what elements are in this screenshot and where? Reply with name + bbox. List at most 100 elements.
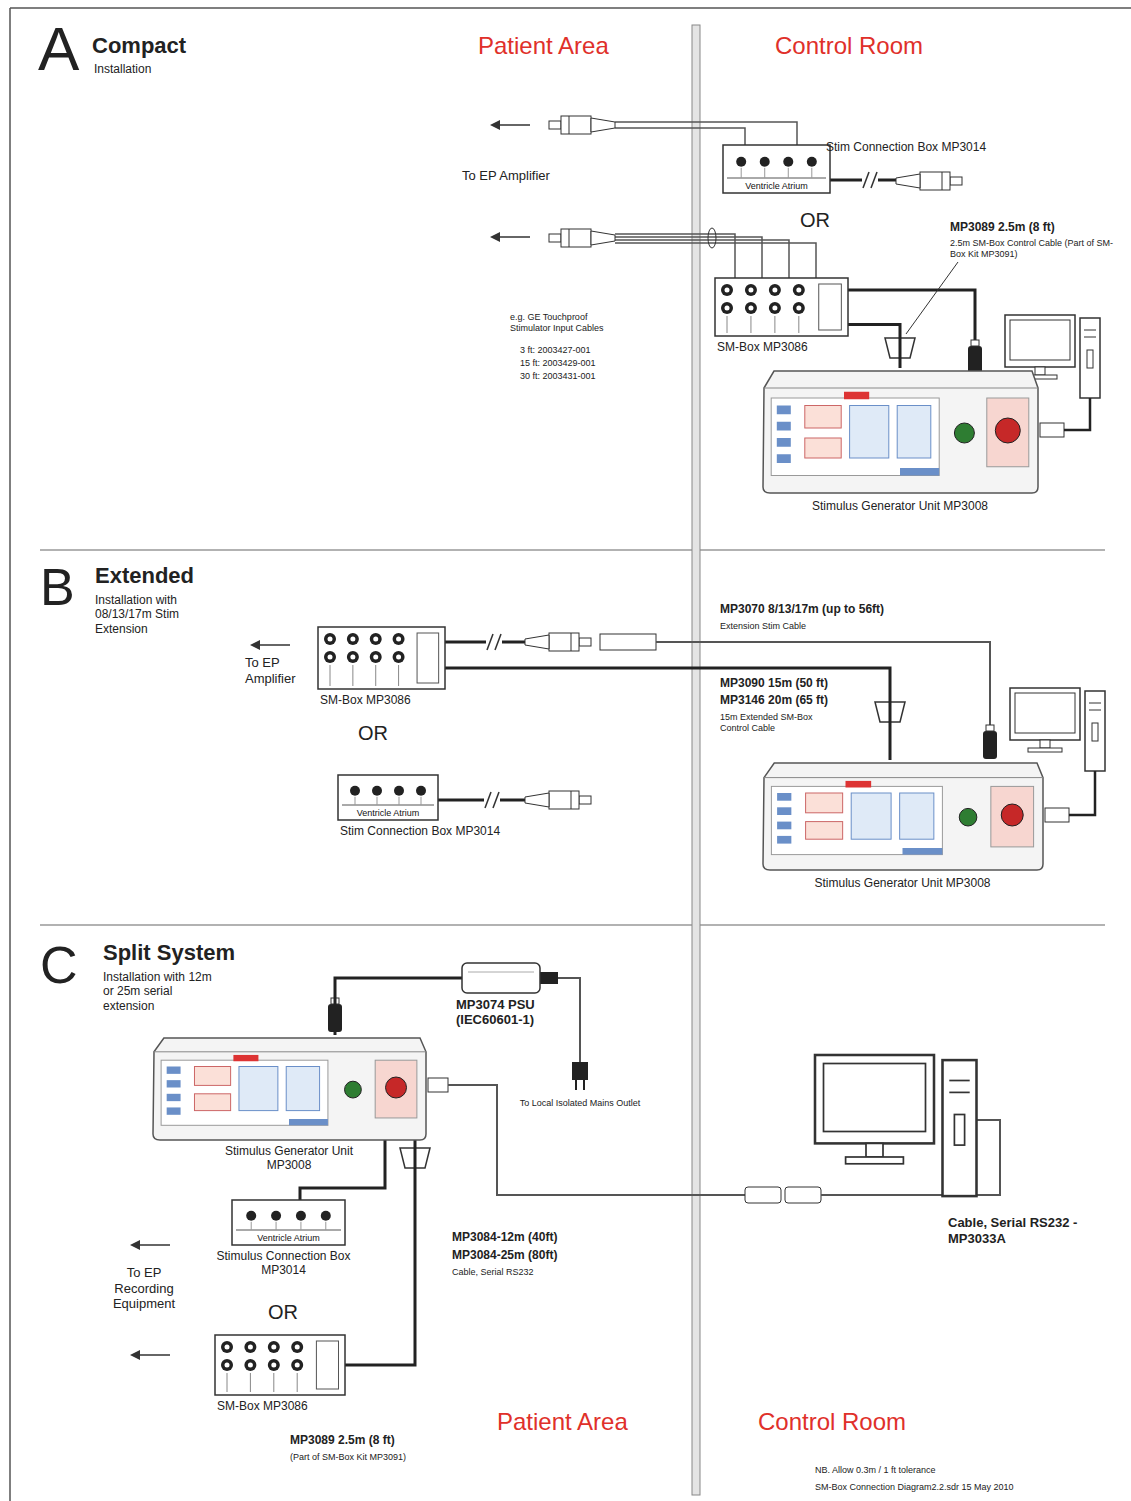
section-b-wiring (445, 641, 525, 644)
shape-part (291, 1359, 303, 1371)
note-text: 3 ft: 2003427-001 (520, 345, 591, 356)
shape-part (273, 1373, 274, 1392)
shape-part (764, 777, 1043, 778)
shape-part (316, 1341, 338, 1389)
shape-part (774, 316, 775, 333)
unit-caption: Stimulus Generator Unit MP3008 (211, 1145, 367, 1173)
section-c-wiring (575, 1080, 577, 1090)
unit-illustration (760, 368, 1040, 493)
unit-caption: Stim Connection Box MP3014 (340, 825, 500, 839)
shape-part (399, 797, 400, 805)
shape-part (777, 422, 791, 431)
section-b-wiring (486, 633, 502, 651)
shape-part (769, 302, 781, 314)
note-text: 2.5m SM-Box Control Cable (Part of SM-Bo… (950, 238, 1125, 260)
shape-part (991, 786, 1034, 847)
shape-part (167, 1094, 181, 1101)
shape-part (764, 388, 1038, 389)
shape-part (760, 157, 770, 167)
shape-part (793, 302, 805, 314)
section-a-wiring (896, 172, 962, 190)
shape-part (350, 655, 355, 660)
shape-part (763, 371, 1038, 493)
shape-part (416, 786, 426, 796)
shape-part (897, 406, 931, 459)
shape-part (324, 651, 336, 663)
shape-part (355, 797, 356, 805)
section-c-wiring (428, 1078, 448, 1092)
area-heading: Patient Area (497, 1408, 628, 1437)
unit-caption: MP3074 PSU (IEC60601-1) (456, 998, 568, 1028)
control-cable (848, 324, 900, 368)
shape-part (1001, 804, 1023, 826)
part-number: MP3146 20m (65 ft) (720, 693, 828, 707)
section-b-wiring (983, 725, 997, 759)
shape-part (271, 1345, 276, 1350)
shape-part (350, 786, 360, 796)
channel-label: Ventricle Atrium (723, 181, 830, 191)
shape-part (194, 1094, 230, 1111)
shape-part (295, 1363, 300, 1368)
frame-lines (9, 8, 11, 1501)
part-number: Compact (92, 33, 186, 59)
unit-caption: Stimulus Generator Unit MP3008 (790, 500, 1010, 514)
shape-part (286, 1067, 319, 1111)
unit-illustration (715, 278, 848, 336)
section-a-wiring (549, 116, 615, 134)
section-a-wiring (490, 232, 530, 242)
unit-illustration (318, 627, 445, 689)
section-b-wiring (484, 791, 500, 809)
section-a-wiring (549, 229, 615, 247)
shape-part (268, 1341, 280, 1353)
shape-part (289, 1119, 328, 1125)
shape-part (462, 963, 540, 993)
shape-part (194, 1067, 230, 1086)
shape-part (725, 288, 730, 293)
note-text: Installation with 08/13/17m Stim Extensi… (95, 593, 220, 636)
part-number: MP3089 2.5m (8 ft) (950, 220, 1055, 234)
section-c-wiring (785, 1187, 821, 1203)
shape-part (796, 306, 801, 311)
note-text: Extension Stim Cable (720, 621, 806, 632)
section-c-wiring (583, 1080, 585, 1090)
shape-part (715, 278, 848, 336)
area-heading: Patient Area (478, 32, 609, 61)
control-cable (445, 668, 890, 760)
sm-box: SM-Box MP3086 (715, 278, 848, 336)
shape-part (805, 438, 841, 458)
part-number: MP3070 8/13/17m (up to 56ft) (720, 602, 884, 616)
shape-part (232, 1200, 345, 1245)
shape-part (239, 1067, 278, 1111)
shape-part (987, 398, 1029, 467)
shape-part (372, 786, 382, 796)
shape-part (295, 1345, 300, 1350)
unit-illustration (150, 1035, 428, 1140)
frame-lines (692, 25, 700, 1495)
shape-part (291, 1341, 303, 1353)
unit-illustration (760, 760, 1045, 870)
shape-part (330, 665, 331, 686)
shape-part (352, 665, 353, 686)
area-heading: Control Room (758, 1408, 906, 1437)
section-b-wiring (525, 791, 591, 809)
section-a-wiring (615, 243, 816, 278)
shape-part (161, 1060, 328, 1125)
unit-caption: Stimulus Connection Box MP3014 (206, 1250, 362, 1278)
control-cable (345, 1140, 415, 1365)
area-heading: Control Room (775, 32, 923, 61)
note-text: To EP Recording Equipment (96, 1265, 192, 1312)
note-text: To Local Isolated Mains Outlet (505, 1098, 655, 1109)
section-letter: A (38, 12, 79, 86)
section-a-wiring (968, 340, 982, 374)
shape-part (806, 822, 843, 840)
shape-part (227, 1373, 228, 1392)
unit-illustration (462, 963, 540, 993)
control-cable (335, 978, 462, 1035)
channel-label: Ventricle Atrium (338, 808, 438, 818)
shape-part (345, 1081, 362, 1098)
shape-part (271, 1211, 281, 1221)
stim-connection-box: Ventricle AtriumStim Connection Box MP30… (723, 145, 830, 193)
shape-part (736, 157, 746, 167)
shape-part (772, 306, 777, 311)
